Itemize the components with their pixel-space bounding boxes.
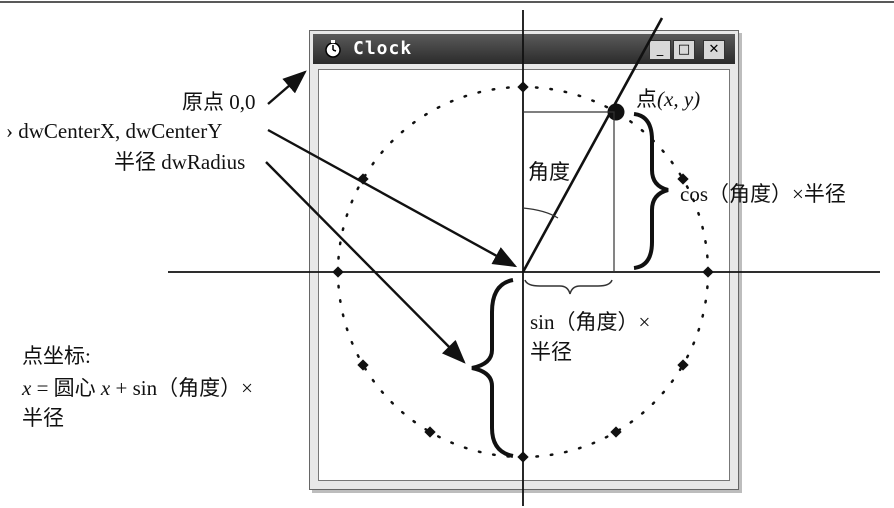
coord-title: 点坐标: (22, 344, 91, 368)
projection-lines (523, 111, 615, 272)
hour-marker (517, 451, 529, 463)
angle-label: 角度 (528, 160, 570, 184)
coord-x-expr-b: + sin（角度）× (115, 376, 253, 400)
origin-label: 原点 0,0 (182, 90, 256, 114)
hour-marker (677, 359, 689, 371)
origin-arrow (267, 70, 307, 105)
coord-line3: 半径 (22, 406, 64, 430)
clock-window: Clock _ □ ✕ (309, 30, 739, 490)
center-arrow (267, 128, 518, 268)
cos-brace (633, 112, 669, 270)
minimize-button[interactable]: _ (649, 40, 671, 60)
sin-label-line1: sin（角度）× (530, 310, 651, 334)
sin-brace (524, 279, 613, 295)
close-button[interactable]: ✕ (703, 40, 725, 60)
window-titlebar[interactable]: Clock _ □ ✕ (313, 34, 735, 64)
coord-x-var2: x (100, 376, 111, 400)
coord-x-expr-a: = 圆心 (36, 376, 96, 400)
center-label: › dwCenterX, dwCenterY (6, 119, 223, 143)
hour-marker (332, 266, 344, 278)
stopwatch-icon (325, 40, 341, 58)
hour-markers (332, 81, 714, 463)
hour-marker (517, 81, 529, 93)
y-brace (471, 278, 514, 458)
radius-line (521, 17, 664, 273)
point-dot (607, 103, 625, 121)
angle-arc (522, 207, 559, 219)
point-label: 点(x, y) (636, 87, 700, 111)
coord-formula: x = 圆心 x + sin（角度）× (22, 376, 253, 400)
hour-marker (424, 426, 436, 438)
point-coords: (x, y) (657, 87, 701, 111)
hour-marker (610, 426, 622, 438)
sin-label-line2: 半径 (530, 340, 572, 364)
point-prefix: 点 (636, 87, 657, 111)
window-title: Clock (353, 38, 413, 59)
hour-marker (677, 173, 689, 185)
coord-x-var: x (22, 376, 32, 400)
hour-marker (357, 359, 369, 371)
radius-arrow (265, 161, 466, 364)
cos-label: cos（角度）×半径 (680, 182, 846, 206)
maximize-button[interactable]: □ (673, 40, 695, 60)
radius-label: 半径 dwRadius (114, 150, 246, 174)
hour-marker (702, 266, 714, 278)
window-client-area (318, 69, 730, 481)
